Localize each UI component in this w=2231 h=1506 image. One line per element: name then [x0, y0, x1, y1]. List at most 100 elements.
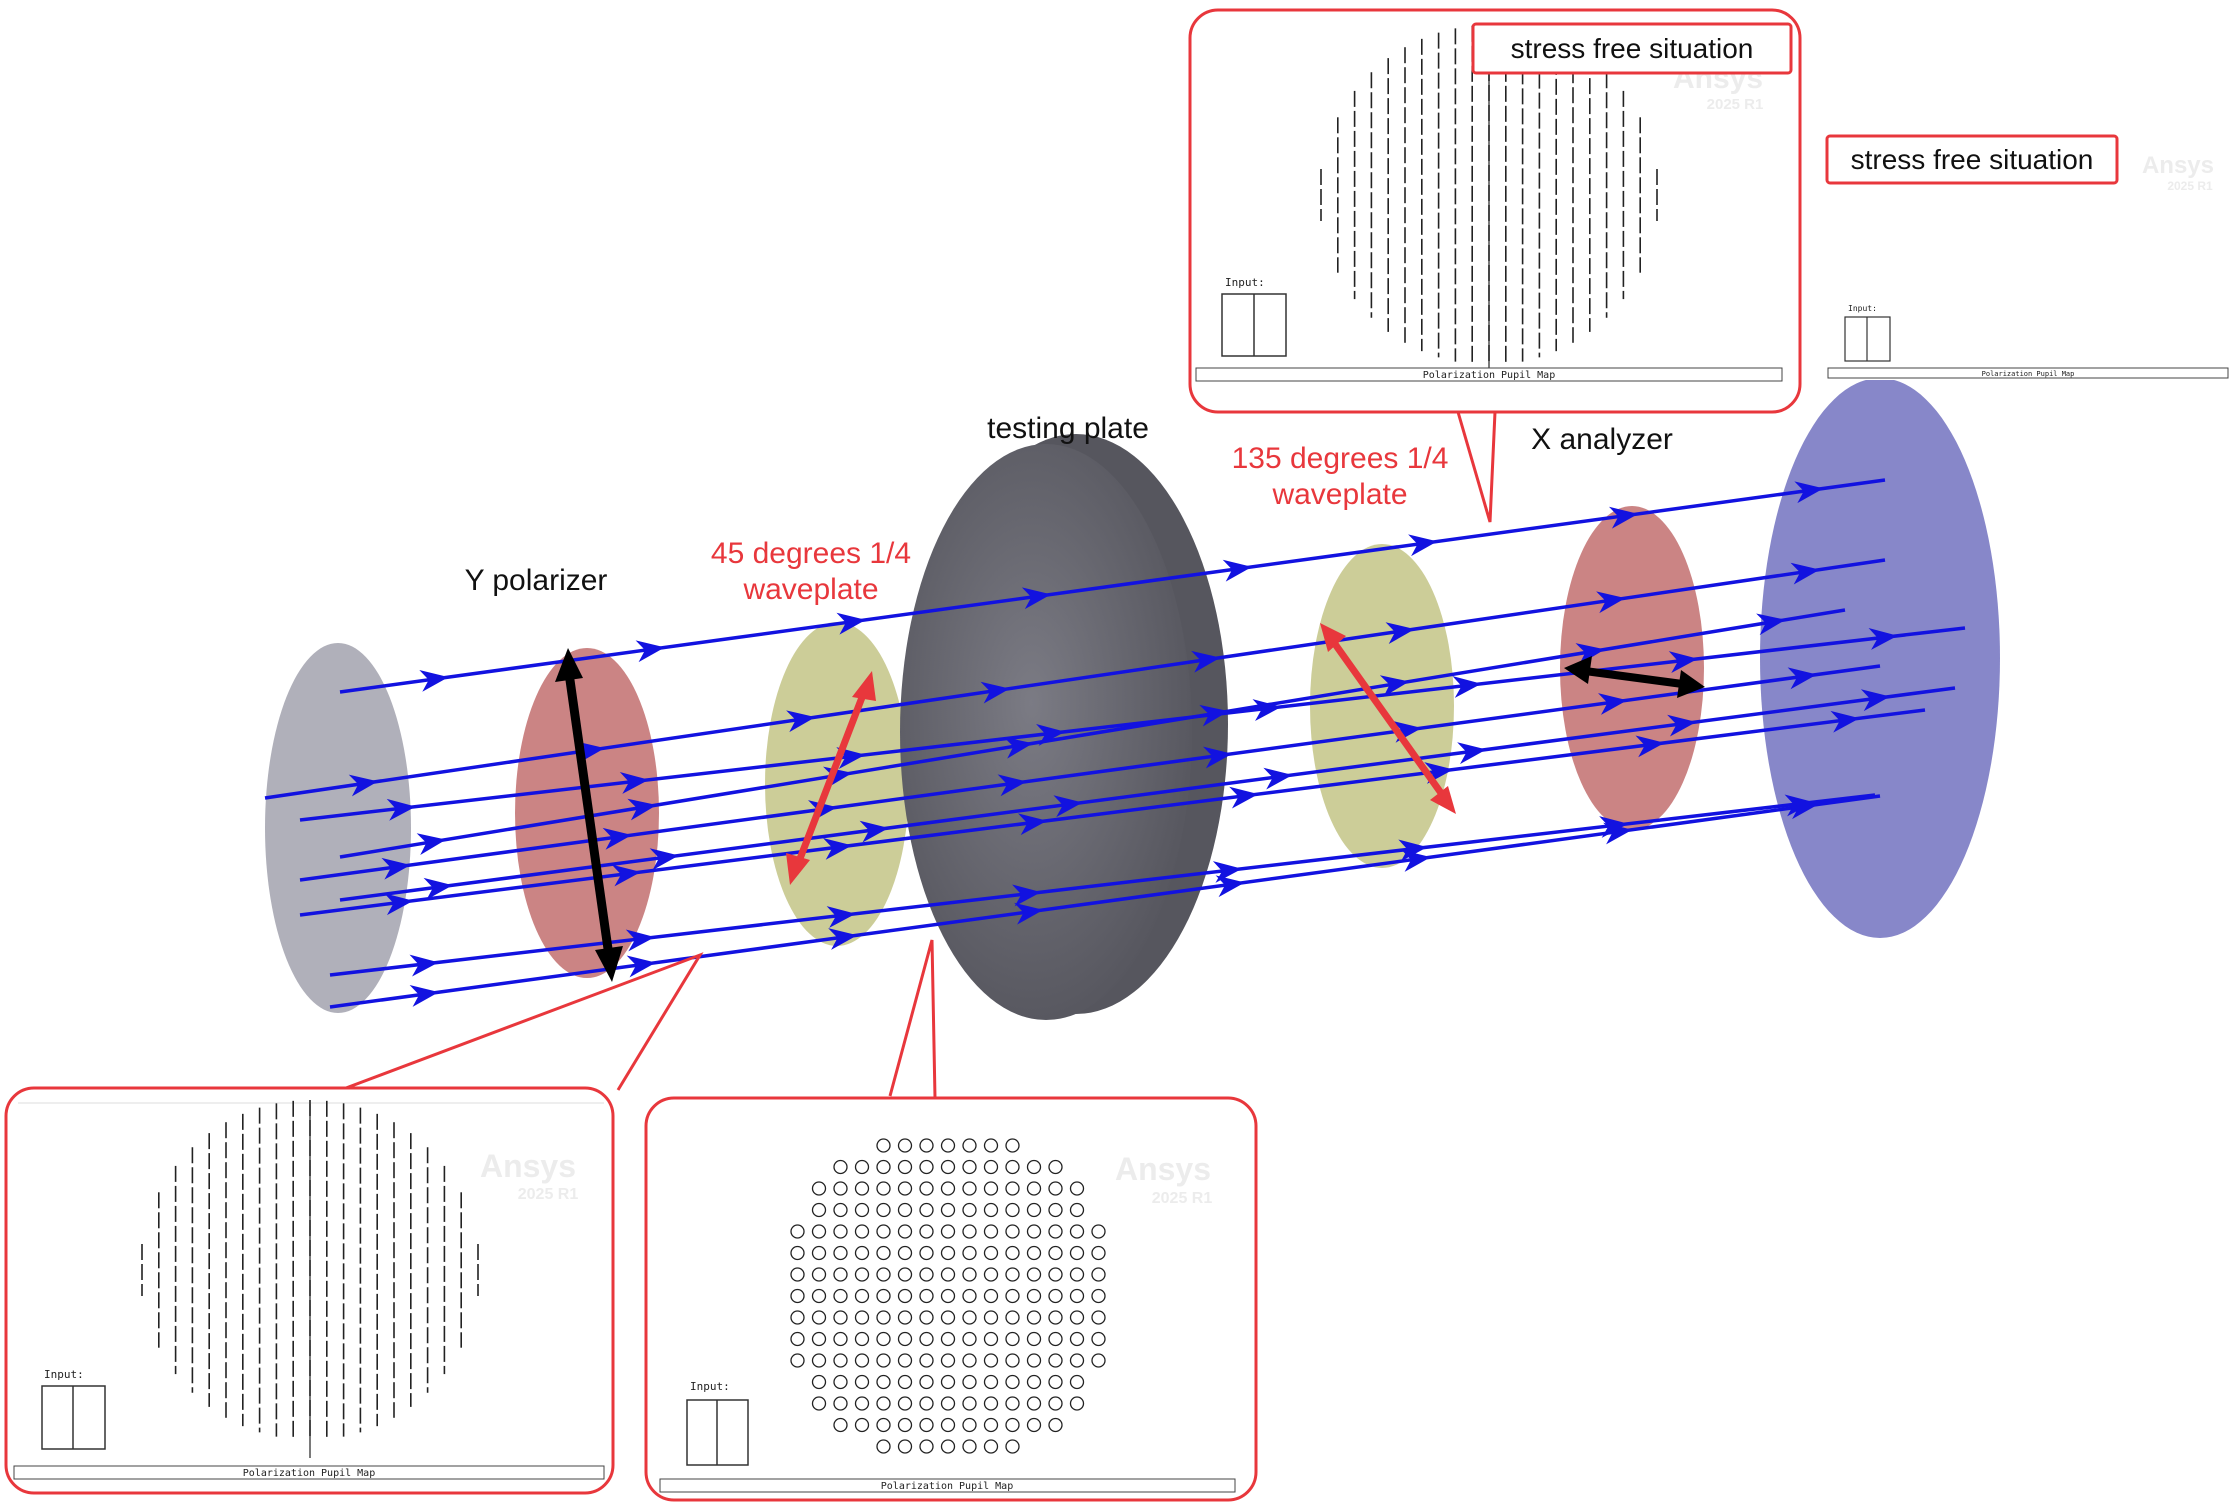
- circular-polarization-ring: [940, 1159, 956, 1175]
- ray-direction-chevron-icon: [1787, 667, 1817, 690]
- circular-polarization-ring: [833, 1202, 848, 1218]
- circular-polarization-ring: [876, 1159, 891, 1175]
- circular-polarization-ring: [1026, 1159, 1042, 1175]
- circular-polarization-ring: [1091, 1353, 1106, 1368]
- ray-direction-chevron-icon: [1789, 797, 1819, 820]
- ray-direction-chevron-icon: [828, 928, 858, 950]
- circular-polarization-ring: [983, 1181, 999, 1196]
- circular-polarization-ring: [854, 1245, 870, 1261]
- circular-polarization-ring: [919, 1331, 934, 1347]
- input-polarization-icon: [1221, 293, 1287, 357]
- ray-direction-chevron-icon: [602, 827, 632, 850]
- circular-polarization-ring: [1005, 1331, 1020, 1347]
- circular-polarization-ring: [790, 1267, 805, 1282]
- ray-direction-chevron-icon: [1860, 689, 1891, 712]
- circular-polarization-ring: [1026, 1310, 1042, 1325]
- circular-polarization-ring: [1026, 1331, 1042, 1347]
- circular-polarization-ring: [876, 1245, 891, 1261]
- circular-polarization-ring: [983, 1267, 999, 1282]
- circular-polarization-ring: [1005, 1181, 1020, 1196]
- ansys-watermark: Ansys 2025 R1: [2142, 152, 2214, 193]
- circular-polarization-ring: [940, 1224, 956, 1239]
- circular-polarization-ring: [854, 1374, 870, 1390]
- circular-polarization-ring: [962, 1310, 977, 1325]
- circular-polarization-ring: [1026, 1202, 1042, 1218]
- circular-polarization-ring: [1048, 1245, 1063, 1261]
- input-polarization-icon: [686, 1399, 749, 1466]
- ray-direction-chevron-icon: [822, 837, 853, 860]
- circular-polarization-ring: [897, 1245, 913, 1261]
- circular-polarization-ring: [1026, 1396, 1042, 1411]
- waveplate-45-axis-arrow-icon: [786, 671, 876, 885]
- circular-polarization-ring: [876, 1202, 891, 1218]
- circular-polarization-ring: [919, 1288, 934, 1304]
- ray-direction-chevron-icon: [1012, 884, 1042, 907]
- circular-polarization-ring: [1048, 1331, 1063, 1347]
- circular-polarization-ring: [1005, 1202, 1020, 1218]
- circular-polarization-ring: [811, 1224, 827, 1239]
- circular-polarization-ring: [1069, 1396, 1085, 1411]
- circular-polarization-ring: [1048, 1374, 1063, 1390]
- circular-polarization-ring: [897, 1267, 913, 1282]
- circular-polarization-ring: [811, 1353, 827, 1368]
- circular-polarization-ring: [919, 1181, 934, 1196]
- circular-polarization-ring: [876, 1310, 891, 1325]
- circular-polarization-ring: [940, 1245, 956, 1261]
- ray-direction-chevron-icon: [409, 985, 439, 1007]
- polarization-arrows: [555, 623, 1705, 982]
- circular-polarization-ring: [940, 1181, 956, 1196]
- circular-polarization-ring: [854, 1181, 870, 1196]
- ray-direction-chevron-icon: [1408, 534, 1438, 557]
- circular-polarization-ring: [854, 1331, 870, 1347]
- ray-direction-chevron-icon: [1667, 714, 1697, 737]
- circular-polarization-ring: [919, 1245, 934, 1261]
- circular-polarization-ring: [1026, 1417, 1042, 1433]
- pupil-map-title: Polarization Pupil Map: [881, 1481, 1013, 1492]
- input-label: Input:: [1225, 276, 1265, 289]
- ray-direction-chevron-icon: [1596, 591, 1626, 614]
- svg-text:stress free situation: stress free situation: [1511, 33, 1754, 64]
- ray-direction-chevron-icon: [1598, 693, 1628, 715]
- circular-polarization-ring: [897, 1288, 913, 1304]
- circular-polarization-pattern: [790, 1138, 1106, 1454]
- ray-direction-chevron-icon: [416, 833, 447, 855]
- svg-text:2025 R1: 2025 R1: [518, 1186, 579, 1203]
- circular-polarization-ring: [919, 1202, 934, 1218]
- circular-polarization-ring: [962, 1267, 977, 1282]
- circular-polarization-ring: [854, 1202, 870, 1218]
- circular-polarization-ring: [983, 1396, 999, 1411]
- source-disk: [265, 643, 411, 1013]
- circular-polarization-ring: [811, 1310, 827, 1325]
- ray-direction-chevron-icon: [1215, 875, 1245, 898]
- circular-polarization-ring: [876, 1138, 891, 1153]
- circular-polarization-ring: [833, 1353, 848, 1368]
- circular-polarization-ring: [897, 1396, 913, 1411]
- ray-direction-chevron-icon: [409, 954, 439, 977]
- circular-polarization-ring: [1069, 1245, 1085, 1261]
- circular-polarization-ring: [1005, 1245, 1020, 1261]
- circular-polarization-ring: [1048, 1396, 1063, 1411]
- circular-polarization-ring: [919, 1439, 934, 1454]
- svg-text:Ansys: Ansys: [480, 1148, 576, 1184]
- circular-polarization-ring: [1005, 1439, 1020, 1454]
- circular-polarization-ring: [1048, 1202, 1063, 1218]
- circular-polarization-ring: [940, 1138, 956, 1153]
- circular-polarization-ring: [854, 1396, 870, 1411]
- label-waveplate-135-line2: waveplate: [1271, 478, 1407, 511]
- circular-polarization-ring: [897, 1353, 913, 1368]
- svg-text:Ansys: Ansys: [1115, 1151, 1211, 1187]
- svg-text:Ansys: Ansys: [2142, 152, 2214, 179]
- circular-polarization-ring: [833, 1396, 848, 1411]
- callout-stress-free-top: stress free situation: [1471, 22, 1793, 75]
- circular-polarization-ring: [811, 1396, 827, 1411]
- ray-direction-chevron-icon: [611, 864, 641, 887]
- input-polarization-icon: [1844, 316, 1891, 362]
- circular-polarization-ring: [962, 1417, 977, 1433]
- ray-direction-chevron-icon: [1868, 628, 1898, 650]
- y-polarization-arrow-icon: [555, 648, 623, 982]
- circular-polarization-ring: [854, 1310, 870, 1325]
- circular-polarization-ring: [919, 1159, 934, 1175]
- light-rays: [264, 478, 1966, 1009]
- circular-polarization-ring: [1069, 1310, 1085, 1325]
- circular-polarization-ring: [897, 1181, 913, 1196]
